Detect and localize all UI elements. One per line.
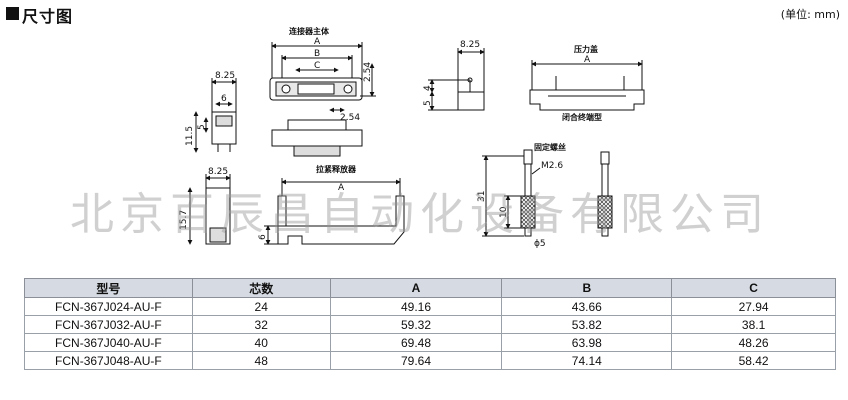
cell-b: 74.14 xyxy=(501,351,673,370)
unit-note: (单位: mm) xyxy=(780,8,840,21)
cell-b: 43.66 xyxy=(501,297,673,316)
cell-a: 59.32 xyxy=(329,315,503,334)
dim-a-cover: A xyxy=(584,55,591,65)
dim-phi5: ϕ5 xyxy=(534,239,546,249)
table-row: FCN-367J024-AU-F 24 49.16 43.66 27.94 xyxy=(24,297,836,316)
dim-15.7-release: 15.7 xyxy=(179,210,189,230)
cell-c: 48.26 xyxy=(671,333,836,352)
cell-c: 38.1 xyxy=(671,315,836,334)
cell-a: 79.64 xyxy=(329,351,503,370)
cell-c: 27.94 xyxy=(671,297,836,316)
cover-side-view xyxy=(428,48,485,111)
dim-8.25-release: 8.25 xyxy=(208,167,228,177)
cell-a: 49.16 xyxy=(329,297,503,316)
dim-pitch-vertical: 2.54 xyxy=(363,62,373,82)
watermark-text: 北京百辰昌自动化设备有限公司 xyxy=(70,189,770,240)
dim-10: 10 xyxy=(499,206,509,218)
cell-cores: 48 xyxy=(191,351,331,370)
dimension-drawing: 8.25 6 11.5 5 连接器主体 A B C 2.54 2.54 8.25 xyxy=(179,26,645,249)
cell-c: 58.42 xyxy=(671,351,836,370)
fix-screw-view xyxy=(482,149,613,237)
dim-4-cover: 4 xyxy=(423,85,433,91)
header-square-icon xyxy=(6,7,19,20)
cell-model: FCN-367J048-AU-F xyxy=(24,351,193,370)
cell-model: FCN-367J040-AU-F xyxy=(24,333,193,352)
release-front-view xyxy=(264,178,405,245)
dim-31: 31 xyxy=(477,191,487,202)
table-row: FCN-367J040-AU-F 40 69.48 63.98 48.26 xyxy=(24,333,836,352)
dim-a-release: A xyxy=(338,183,345,193)
connector-body-view xyxy=(269,42,376,157)
dim-pitch-horizontal: 2.54 xyxy=(340,113,360,123)
dim-5-side: 5 xyxy=(197,124,207,130)
dim-c-body: C xyxy=(314,61,320,71)
cell-b: 53.82 xyxy=(501,315,673,334)
header-c: C xyxy=(671,278,836,298)
dim-8.25-side: 8.25 xyxy=(215,71,235,81)
cell-b: 63.98 xyxy=(501,333,673,352)
release-side-view xyxy=(187,174,231,245)
label-closed-end: 闭合终端型 xyxy=(562,112,602,122)
dim-6-side: 6 xyxy=(221,94,227,104)
label-pressure-cover: 压力盖 xyxy=(574,44,598,54)
cell-cores: 40 xyxy=(191,333,331,352)
header-a: A xyxy=(329,278,503,298)
connector-side-view xyxy=(193,78,237,153)
spec-table: 型号 芯数 A B C FCN-367J024-AU-F 24 49.16 43… xyxy=(24,278,836,370)
dim-11.5-side: 11.5 xyxy=(185,126,195,146)
header-cores: 芯数 xyxy=(191,278,331,298)
label-pull-release: 拉紧释放器 xyxy=(316,164,357,174)
table-row: FCN-367J048-AU-F 48 79.64 74.14 58.42 xyxy=(24,351,836,370)
dim-m2.6: M2.6 xyxy=(541,161,563,171)
label-connector-body: 连接器主体 xyxy=(289,26,330,36)
cell-model: FCN-367J032-AU-F xyxy=(24,315,193,334)
dim-6-release: 6 xyxy=(258,234,268,240)
label-fix-screw: 固定螺丝 xyxy=(534,142,566,152)
cover-front-view xyxy=(529,60,645,111)
header-model: 型号 xyxy=(24,278,193,298)
cell-cores: 32 xyxy=(191,315,331,334)
table-row: FCN-367J032-AU-F 32 59.32 53.82 38.1 xyxy=(24,315,836,334)
dim-b-body: B xyxy=(314,49,320,59)
dim-8.25-cover: 8.25 xyxy=(460,40,480,50)
cell-cores: 24 xyxy=(191,297,331,316)
page-title: 尺寸图 xyxy=(22,7,74,26)
dim-a-body: A xyxy=(314,37,321,47)
cell-model: FCN-367J024-AU-F xyxy=(24,297,193,316)
dim-5-cover: 5 xyxy=(423,100,433,106)
cell-a: 69.48 xyxy=(329,333,503,352)
table-header-row: 型号 芯数 A B C xyxy=(24,278,836,298)
header-b: B xyxy=(501,278,673,298)
